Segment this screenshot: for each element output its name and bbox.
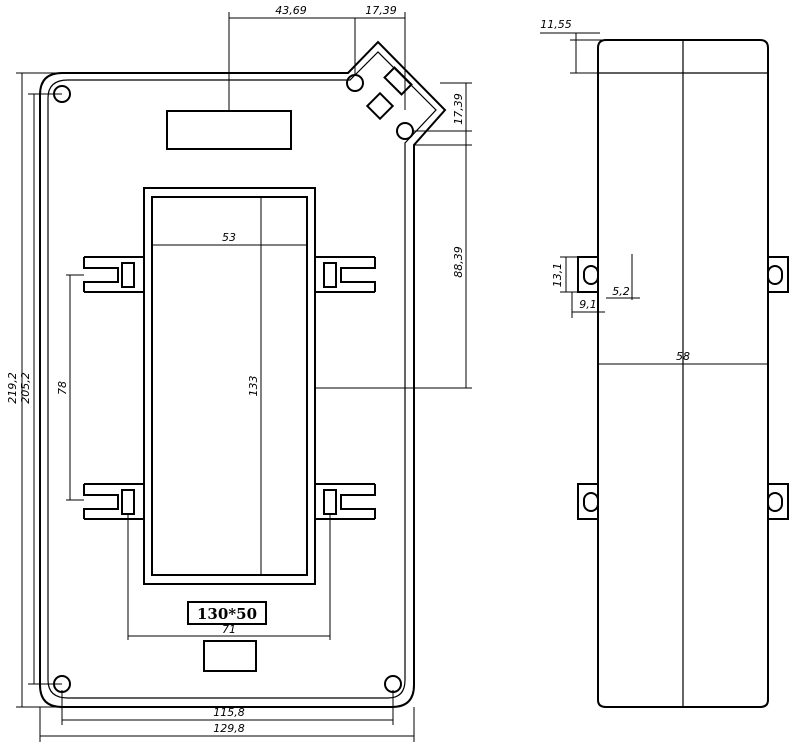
- side-tab-left-top: [577, 256, 599, 293]
- dim-right-height: 88,39: [315, 131, 472, 389]
- svg-text:17,39: 17,39: [452, 93, 465, 125]
- svg-text:5,2: 5,2: [612, 285, 630, 298]
- dim-cap-height: 11,55: [540, 18, 604, 74]
- svg-text:53: 53: [222, 231, 236, 244]
- svg-text:88,39: 88,39: [452, 246, 465, 278]
- dim-slot-offset: 9,1: [571, 292, 605, 318]
- window-label-frame: [187, 601, 267, 625]
- dim-top-offset: 43,69: [228, 4, 356, 111]
- side-body-outline: [597, 39, 769, 708]
- svg-text:115,8: 115,8: [213, 706, 245, 719]
- nameplate-top: [166, 110, 292, 150]
- nameplate-bottom: [203, 640, 257, 672]
- terminal-square: [365, 91, 395, 121]
- side-tab-right-top: [767, 256, 789, 293]
- bracket-left-bottom: [83, 483, 144, 520]
- bracket-left-top: [83, 256, 144, 293]
- side-tab-left-bottom: [577, 483, 599, 520]
- svg-text:11,55: 11,55: [540, 18, 572, 31]
- front-view: 130*50 43,69 17,39 17,39 88,39 53: [6, 4, 472, 742]
- dim-inner-width: 115,8: [61, 690, 394, 725]
- svg-text:129,8: 129,8: [213, 722, 245, 735]
- bracket-right-top: [315, 256, 376, 293]
- side-view: 11,55 13,1 5,2 9,1 58: [540, 18, 789, 708]
- svg-text:78: 78: [56, 381, 69, 395]
- svg-text:219,2: 219,2: [6, 372, 19, 404]
- dim-outer-width: 129,8: [39, 707, 415, 742]
- side-tab-right-bottom: [767, 483, 789, 520]
- svg-text:17,39: 17,39: [365, 4, 397, 17]
- svg-text:13,1: 13,1: [551, 263, 564, 288]
- dim-window-height: 133: [247, 197, 262, 575]
- inner-body-outline: [47, 51, 437, 699]
- mount-hole-top-right: [346, 74, 364, 92]
- dim-slot-height: 13,1: [551, 256, 598, 293]
- svg-text:71: 71: [222, 623, 236, 636]
- mount-hole-bottom-right: [384, 675, 402, 693]
- dim-corner-width: 17,39: [355, 4, 406, 110]
- dim-outer-height: 219,2: [6, 72, 60, 708]
- dim-bracket-spacing: 78: [56, 274, 84, 501]
- bracket-right-bottom: [315, 483, 376, 520]
- window-inner: [151, 196, 308, 576]
- mount-hole-corner: [396, 122, 414, 140]
- outer-body-outline: [39, 40, 447, 708]
- dim-inner-height: 205,2: [19, 93, 62, 685]
- dim-depth: 58: [598, 350, 768, 365]
- svg-text:9,1: 9,1: [579, 298, 597, 311]
- dim-corner-height: 17,39: [414, 82, 472, 132]
- svg-text:133: 133: [247, 376, 260, 397]
- terminal-slot: [383, 66, 413, 96]
- svg-text:43,69: 43,69: [275, 4, 307, 17]
- dim-bracket-width: 71: [127, 514, 331, 640]
- dim-window-width: 53: [152, 231, 307, 246]
- window-outer: [143, 187, 316, 585]
- svg-text:58: 58: [676, 350, 690, 363]
- dim-slot-width: 5,2: [606, 254, 640, 300]
- window-label: 130*50: [197, 605, 257, 623]
- svg-text:205,2: 205,2: [19, 372, 32, 404]
